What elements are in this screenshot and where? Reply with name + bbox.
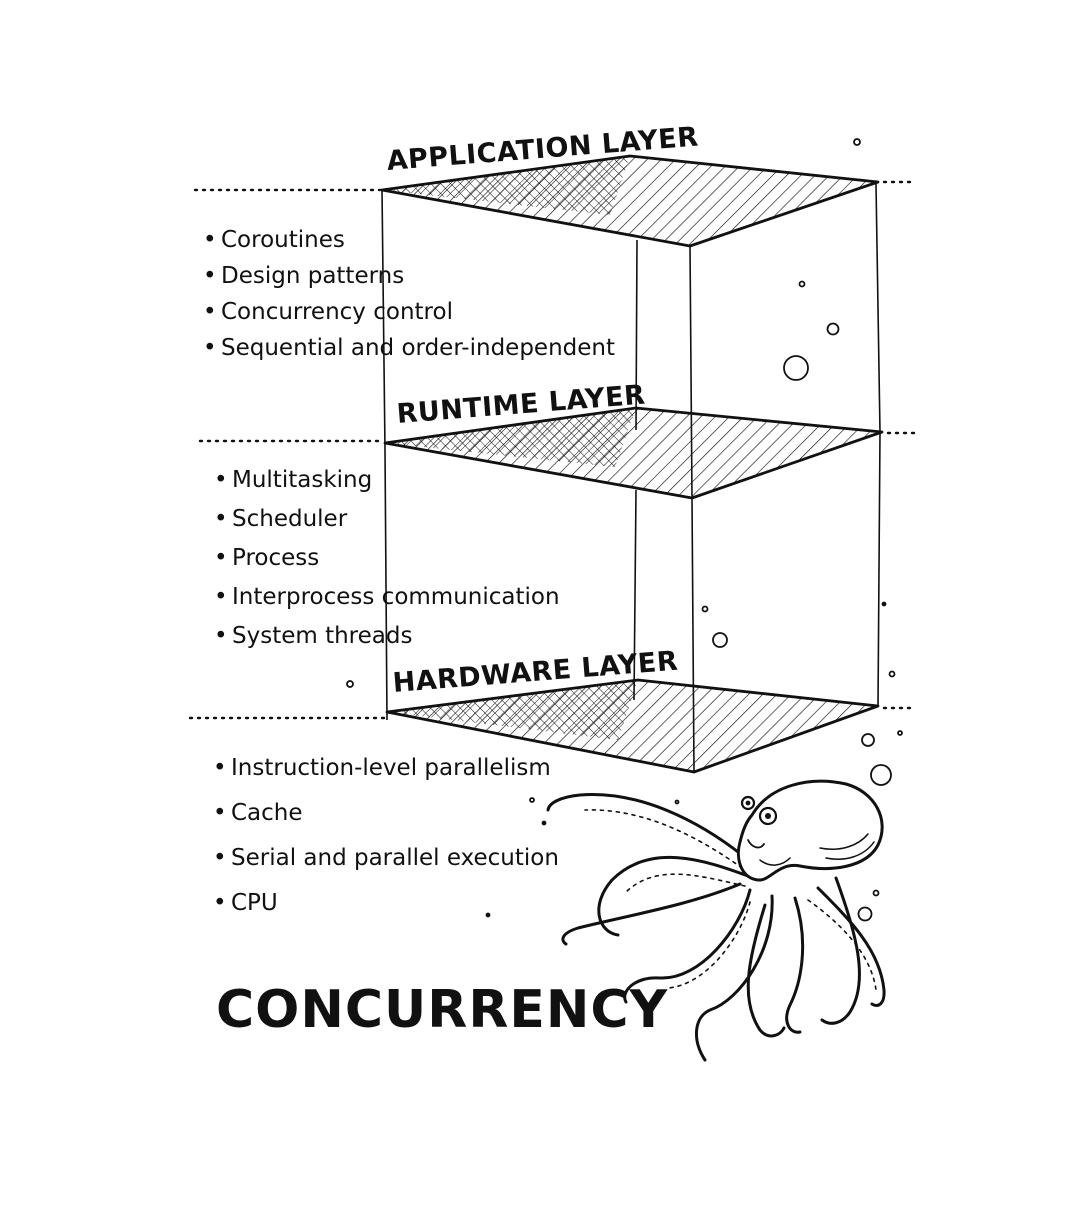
octopus-mantle (736, 779, 884, 882)
list-item: Cache (213, 791, 559, 836)
list-item: Interprocess communication (214, 578, 560, 617)
page-title: CONCURRENCY (216, 980, 669, 1040)
list-item: Concurrency control (203, 294, 615, 330)
list-item: Scheduler (214, 500, 560, 539)
application-layer-list: Coroutines Design patterns Concurrency c… (203, 222, 615, 366)
runtime-layer-list: Multitasking Scheduler Process Interproc… (214, 461, 560, 656)
list-item: CPU (213, 881, 559, 926)
octopus-tentacle (561, 882, 742, 946)
octopus-tentacle (816, 886, 886, 1007)
hardware-layer-list: Instruction-level parallelism Cache Seri… (213, 746, 559, 926)
octopus-tentacle (785, 896, 805, 1034)
octopus-illustration (546, 779, 886, 1062)
list-item: Multitasking (214, 461, 560, 500)
runtime-layer-plane (198, 406, 917, 500)
octopus-tentacle (597, 855, 750, 937)
list-item: Instruction-level parallelism (213, 746, 559, 791)
octopus-tentacle (746, 903, 786, 1038)
hardware-layer-plane (188, 678, 917, 774)
list-item: Design patterns (203, 258, 615, 294)
octopus-tentacle (694, 894, 774, 1062)
octopus-tentacle (546, 792, 744, 857)
list-item: Serial and parallel execution (213, 836, 559, 881)
list-item: Process (214, 539, 560, 578)
list-item: Sequential and order-independent (203, 330, 615, 366)
list-item: System threads (214, 617, 560, 656)
list-item: Coroutines (203, 222, 615, 258)
octopus-tentacle (820, 876, 861, 1025)
octopus-tentacle (623, 888, 752, 1004)
